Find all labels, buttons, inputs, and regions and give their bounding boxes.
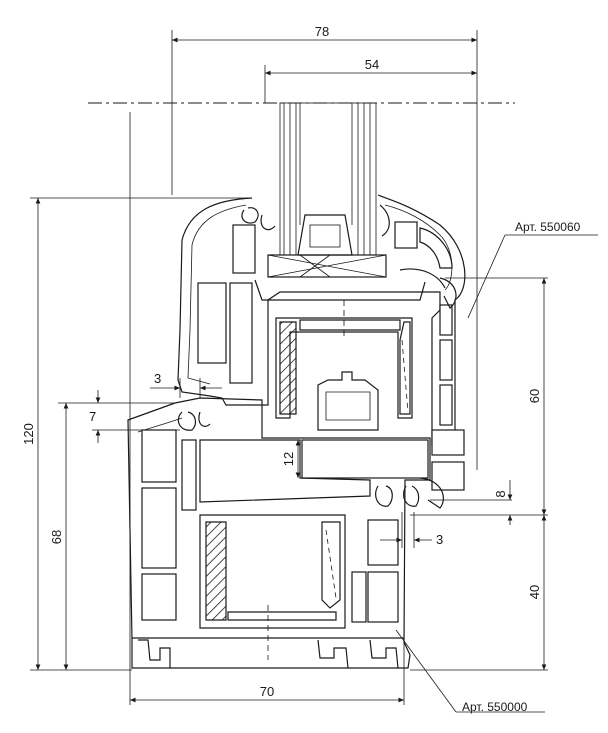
sash-reinforcement <box>275 317 413 431</box>
frame-profile <box>127 397 465 669</box>
dim-gap-left: 3 <box>154 371 161 386</box>
sash-profile <box>177 194 466 446</box>
dim-overall-height: 120 <box>21 423 36 445</box>
dim-sash-height: 60 <box>527 389 542 403</box>
glazing-spacer <box>267 254 387 278</box>
article-frame-label: Арт. 550000 <box>462 700 528 714</box>
dim-gap-right: 3 <box>436 532 443 547</box>
dim-glass-width: 54 <box>365 57 379 72</box>
dimension-lines <box>30 30 598 713</box>
dim-frame-width: 70 <box>260 684 274 699</box>
glass-unit <box>279 102 377 256</box>
dim-rebate: 12 <box>281 452 296 466</box>
dim-sash-gap: 8 <box>493 490 508 497</box>
frame-reinforcement <box>199 300 346 660</box>
dim-overall-width: 78 <box>315 24 329 39</box>
dim-frame-height: 68 <box>49 530 64 544</box>
dim-frame-lower: 40 <box>527 585 542 599</box>
dim-sash-overlap: 7 <box>89 409 96 424</box>
article-sash-label: Арт. 550060 <box>515 220 581 234</box>
